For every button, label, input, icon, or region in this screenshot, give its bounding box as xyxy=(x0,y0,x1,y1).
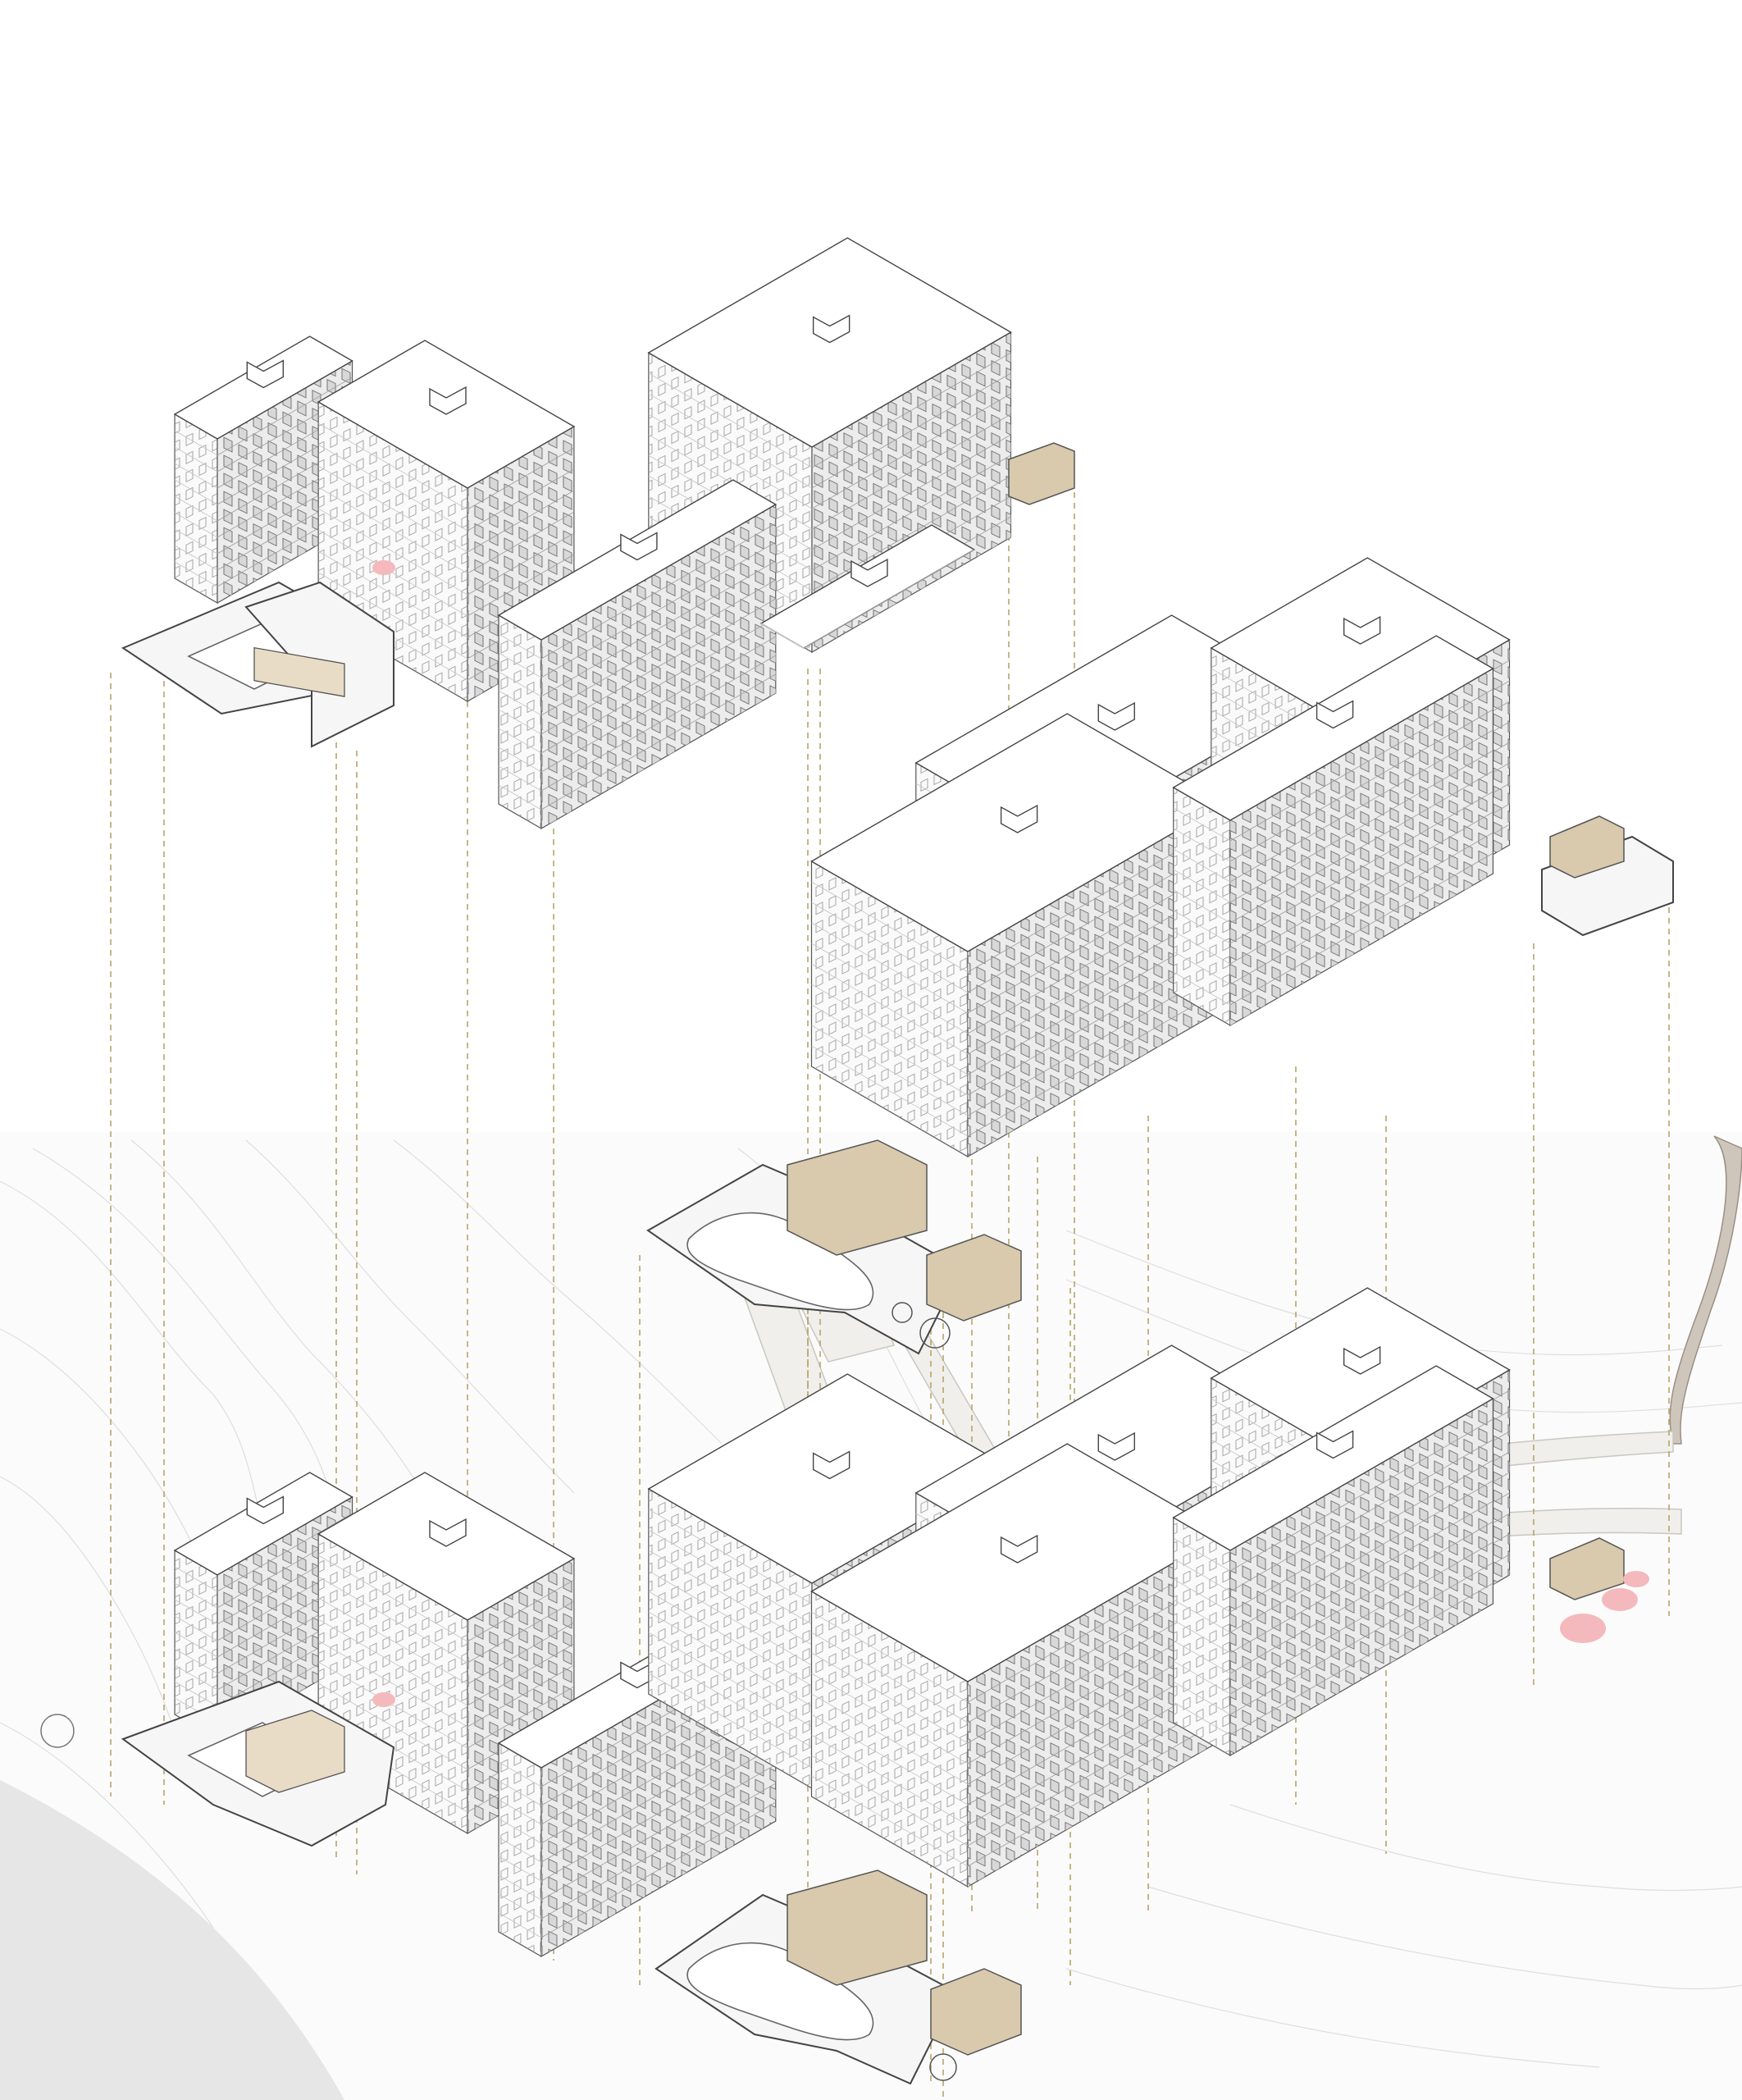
tower-d-mid-front xyxy=(810,713,1225,1158)
lower-pool-podium xyxy=(40,1680,395,1847)
ground-shadow-band xyxy=(0,1780,344,2100)
lower-amenity-deck xyxy=(654,1869,1022,2085)
tower-b-upper-front xyxy=(497,479,778,830)
buildings xyxy=(173,237,1511,1958)
upper-pool-podium xyxy=(121,581,395,748)
tower-e-mid-front xyxy=(1172,635,1494,1027)
guard-house-top-right xyxy=(1008,442,1674,937)
tower-d-site-front xyxy=(810,1443,1225,1888)
tower-c-upper-front xyxy=(759,524,976,649)
play-areas xyxy=(372,560,1649,1707)
tower-e-site-front xyxy=(1172,1365,1494,1757)
middle-amenity-deck xyxy=(646,1139,1022,1355)
guard-house-lower-right xyxy=(1549,1537,1625,1600)
